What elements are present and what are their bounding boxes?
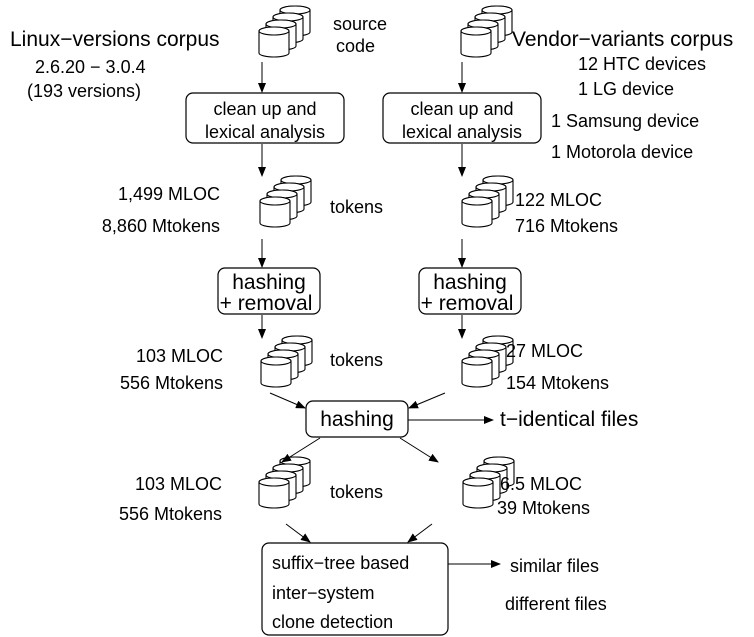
- device-motorola: 1 Motorola device: [551, 142, 693, 162]
- left-stats-3-loc: 103 MLOC: [135, 474, 222, 494]
- stack-right-tokens-3-icon: [462, 456, 515, 509]
- left-stats-2-tokens: 556 Mtokens: [120, 373, 223, 393]
- cleanup-left-line2: lexical analysis: [205, 122, 325, 142]
- stack-right-source-icon: [460, 5, 513, 58]
- device-htc: 12 HTC devices: [578, 54, 706, 74]
- right-stats-3-loc: 6.5 MLOC: [500, 474, 582, 494]
- suffix-tree-box: [261, 542, 449, 636]
- left-corpus-count: (193 versions): [27, 81, 141, 101]
- stack-left-tokens-3-icon: [258, 456, 311, 509]
- arrow-hashing-to-right-tokens: [399, 437, 439, 463]
- hashing-center-label: hashing: [320, 408, 394, 431]
- arrow-right-tokens-to-suffix-tree: [407, 523, 433, 543]
- stack-left-tokens-1-icon: [259, 175, 312, 228]
- left-stats-2-loc: 103 MLOC: [136, 346, 223, 366]
- right-stats-1-loc: 122 MLOC: [515, 190, 602, 210]
- arrow-right-tokens-to-central-hashing: [408, 392, 446, 409]
- stack-left-source-icon: [258, 5, 311, 58]
- output-similar: similar files: [510, 556, 599, 576]
- right-stats-1-tokens: 716 Mtokens: [515, 216, 618, 236]
- left-stats-1-tokens: 8,860 Mtokens: [102, 216, 220, 236]
- source-code-label-line1: source: [333, 14, 387, 34]
- right-stats-2-loc: 27 MLOC: [506, 341, 583, 361]
- stack-left-tokens-2-icon: [260, 335, 313, 388]
- device-lg: 1 LG device: [578, 79, 674, 99]
- source-code-label-line2: code: [336, 36, 375, 56]
- cleanup-left-line1: clean up and: [213, 99, 316, 119]
- left-stats-1-loc: 1,499 MLOC: [118, 184, 220, 204]
- cleanup-box-right: [382, 92, 542, 144]
- tokens-label-1: tokens: [330, 197, 383, 217]
- cleanup-box-left: [185, 92, 345, 144]
- cleanup-right-line2: lexical analysis: [402, 122, 522, 142]
- arrow-left-tokens-to-central-hashing: [269, 392, 306, 409]
- arrow-hashing-to-left-tokens: [281, 437, 321, 463]
- left-stats-3-tokens: 556 Mtokens: [119, 504, 222, 524]
- hashing-removal-left-line1: hashing: [232, 271, 306, 294]
- hashing-box-center: [305, 400, 409, 438]
- hashing-removal-box-left: [217, 267, 321, 315]
- output-t-identical: t−identical files: [500, 408, 638, 431]
- arrow-left-tokens-to-suffix-tree: [285, 523, 311, 543]
- hashing-removal-left-line2: + removal: [220, 292, 313, 315]
- stack-right-tokens-2-icon: [461, 335, 514, 388]
- right-stats-3-tokens: 39 Mtokens: [497, 498, 590, 518]
- cleanup-right-line1: clean up and: [410, 99, 513, 119]
- left-corpus-range: 2.6.20 − 3.0.4: [35, 57, 146, 77]
- left-corpus-title: Linux−versions corpus: [10, 28, 220, 51]
- right-stats-2-tokens: 154 Mtokens: [506, 373, 609, 393]
- hashing-removal-right-line1: hashing: [433, 271, 507, 294]
- database-stacks: [258, 5, 515, 509]
- suffix-tree-line3: clone detection: [272, 612, 393, 632]
- device-samsung: 1 Samsung device: [551, 111, 699, 131]
- tokens-label-3: tokens: [330, 482, 383, 502]
- suffix-tree-line1: suffix−tree based: [272, 553, 409, 573]
- suffix-tree-line2: inter−system: [272, 583, 375, 603]
- hashing-removal-box-right: [418, 267, 522, 315]
- right-corpus-title: Vendor−variants corpus: [512, 28, 733, 51]
- output-different: different files: [505, 594, 607, 614]
- hashing-removal-right-line2: + removal: [421, 292, 514, 315]
- tokens-label-2: tokens: [330, 350, 383, 370]
- stack-right-tokens-1-icon: [461, 175, 514, 228]
